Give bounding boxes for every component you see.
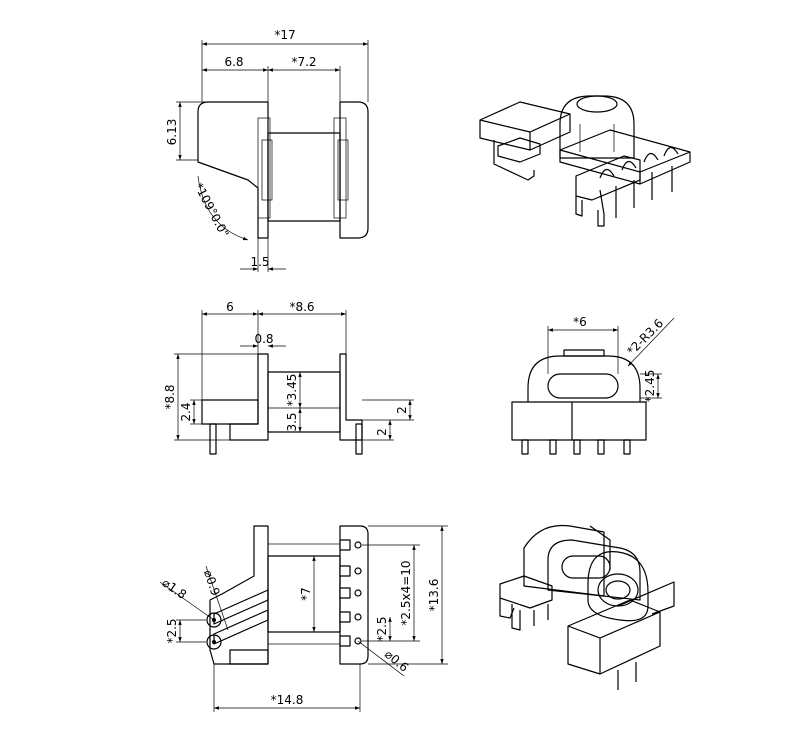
bottom-pin-hole-b	[206, 634, 222, 650]
dim-pitch-total: *2.5x4=10	[399, 560, 413, 625]
dim-height: 6.13	[165, 119, 179, 146]
dim-pin-length: 2	[375, 428, 389, 436]
dim-body-width: *8.6	[289, 300, 314, 314]
isometric-view-bottom	[499, 524, 675, 690]
dim-side-width: *6	[573, 315, 587, 329]
side-view: *6 *2-R3.6 *2.45	[511, 315, 675, 455]
bottom-left-flange	[209, 525, 269, 665]
dim-wall: 1.5	[250, 255, 269, 269]
dim-side-height: *2.45	[643, 370, 657, 403]
dim-core-length: *7	[299, 587, 313, 601]
dim-base-width: 6	[226, 300, 234, 314]
bottom-pin-hole-a	[206, 612, 222, 628]
isometric-view-top	[479, 95, 691, 227]
side-arch	[527, 355, 641, 402]
bottom-right-flange	[339, 525, 369, 665]
dim-total-height: *8.8	[163, 384, 177, 409]
dim-overall-width: *17	[274, 28, 295, 42]
top-core	[267, 132, 341, 222]
dim-core-height: *3.45	[285, 374, 299, 407]
bottom-view: ⌀1.8 ⌀0.9 *2.5 *7 *2.5 *2.5x4=10 *13.6 ⌀…	[160, 525, 448, 712]
dim-base-height: 2.4	[179, 402, 193, 421]
dim-winding-width: *7.2	[291, 55, 316, 69]
dim-hole-med: ⌀0.9	[201, 568, 222, 597]
dim-pitch-right: *2.5	[375, 616, 389, 641]
dim-angle: *109°0.0"	[191, 181, 231, 240]
top-right-flange	[339, 101, 369, 239]
dim-flange-width: 6.8	[224, 55, 243, 69]
front-view: 6 *8.6 0.8 *8.8 2.4 *3.45 3.5 2 2	[163, 300, 414, 455]
dim-pitch-left: *2.5	[165, 618, 179, 643]
top-view: *17 6.8 *7.2 6.13 *109°0.0" 1.5	[165, 28, 369, 272]
dim-overall-width-bottom: *14.8	[271, 693, 304, 707]
front-pin-left	[209, 423, 217, 455]
front-pin-right	[355, 423, 363, 455]
bottom-right-pins	[339, 539, 362, 647]
dim-overall-height: *13.6	[427, 579, 441, 612]
side-slot	[547, 373, 619, 399]
dim-side-radius: *2-R3.6	[624, 316, 666, 358]
dim-hole-large: ⌀1.8	[160, 575, 190, 602]
dim-wall-thickness: 0.8	[254, 332, 273, 346]
dim-flange-height: 2	[395, 406, 409, 414]
dim-pin-offset: 3.5	[285, 412, 299, 431]
top-left-flange	[197, 101, 269, 239]
